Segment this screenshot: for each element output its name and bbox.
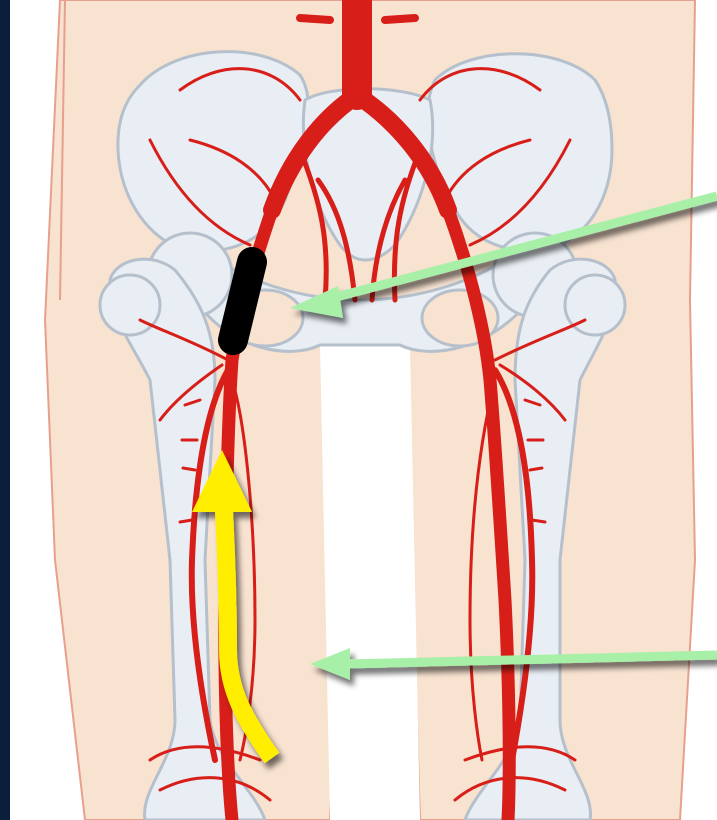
occlusion-marker: [233, 262, 252, 340]
